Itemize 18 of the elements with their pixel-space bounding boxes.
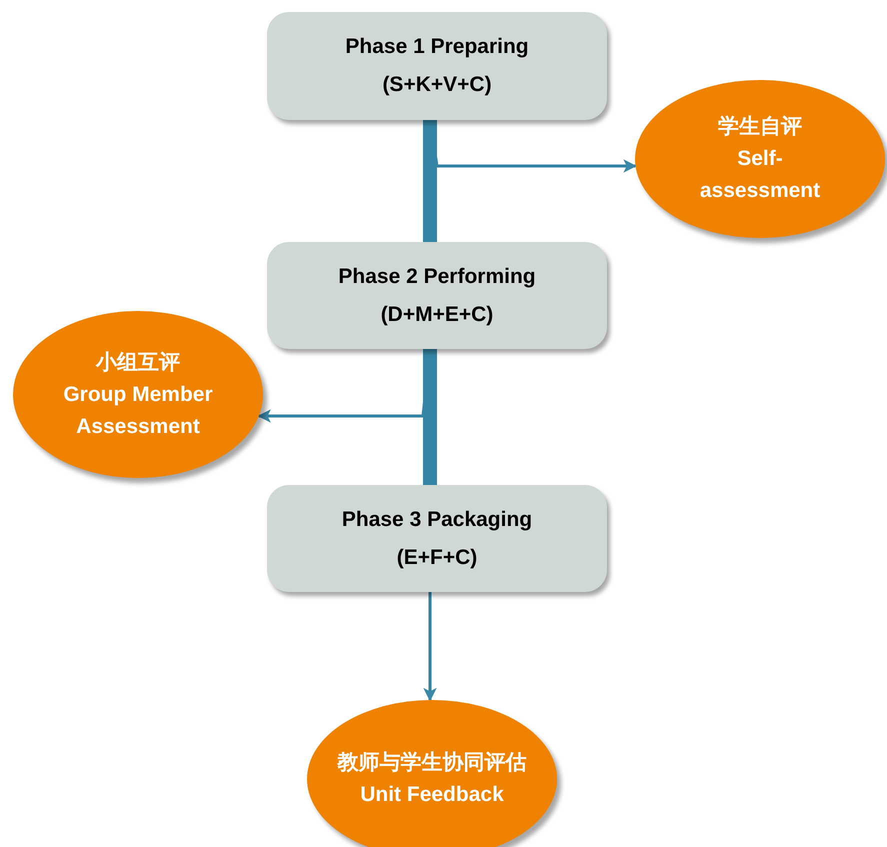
- arrow: [423, 592, 437, 702]
- phase-box: [267, 12, 607, 120]
- connector-bar: [423, 349, 437, 485]
- chinese-label: 学生自评: [718, 114, 802, 140]
- phase-box: [267, 485, 607, 592]
- phase-formula: (E+F+C): [396, 544, 478, 570]
- phase-title: Phase 1 Preparing: [345, 34, 529, 60]
- english-label: Self-assessment: [698, 146, 822, 204]
- phase-formula: (S+K+V+C): [382, 72, 492, 98]
- english-label: Unit Feedback: [360, 782, 504, 808]
- phase-title: Phase 3 Packaging: [342, 506, 532, 532]
- phase-formula: (D+M+E+C): [380, 302, 494, 328]
- phase-title: Phase 2 Performing: [338, 264, 536, 290]
- connector-bar: [423, 120, 437, 242]
- chinese-label: 教师与学生协同评估: [338, 750, 526, 776]
- phase-box: [267, 242, 607, 349]
- english-label: Group Member Assessment: [62, 382, 214, 440]
- chinese-label: 小组互评: [96, 350, 180, 376]
